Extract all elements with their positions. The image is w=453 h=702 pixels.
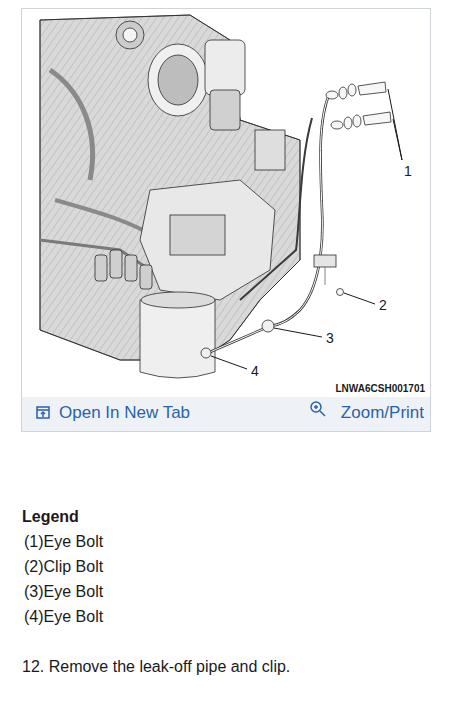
legend-item: (2)Clip Bolt: [24, 558, 103, 576]
figure-frame: [22, 9, 431, 432]
callout-number: 1: [404, 163, 412, 179]
leader-lines: [211, 89, 402, 369]
legend-item: (3)Eye Bolt: [24, 583, 103, 601]
toolbar-link: Open In New Tab: [59, 403, 190, 423]
callout-number: 3: [326, 330, 334, 346]
toolbar: [22, 397, 430, 431]
legend-item: (1)Eye Bolt: [24, 533, 103, 551]
step-text: 12. Remove the leak-off pipe and clip.: [22, 658, 290, 676]
legend-item: (4)Eye Bolt: [24, 608, 103, 626]
figure-code: LNWA6CSH001701: [336, 383, 425, 395]
engine-drawing: [40, 15, 391, 378]
callout-number: 4: [251, 363, 259, 379]
legend-heading: Legend: [22, 508, 79, 526]
callout-number: 2: [379, 297, 387, 313]
toolbar-link: Zoom/Print: [341, 403, 424, 423]
